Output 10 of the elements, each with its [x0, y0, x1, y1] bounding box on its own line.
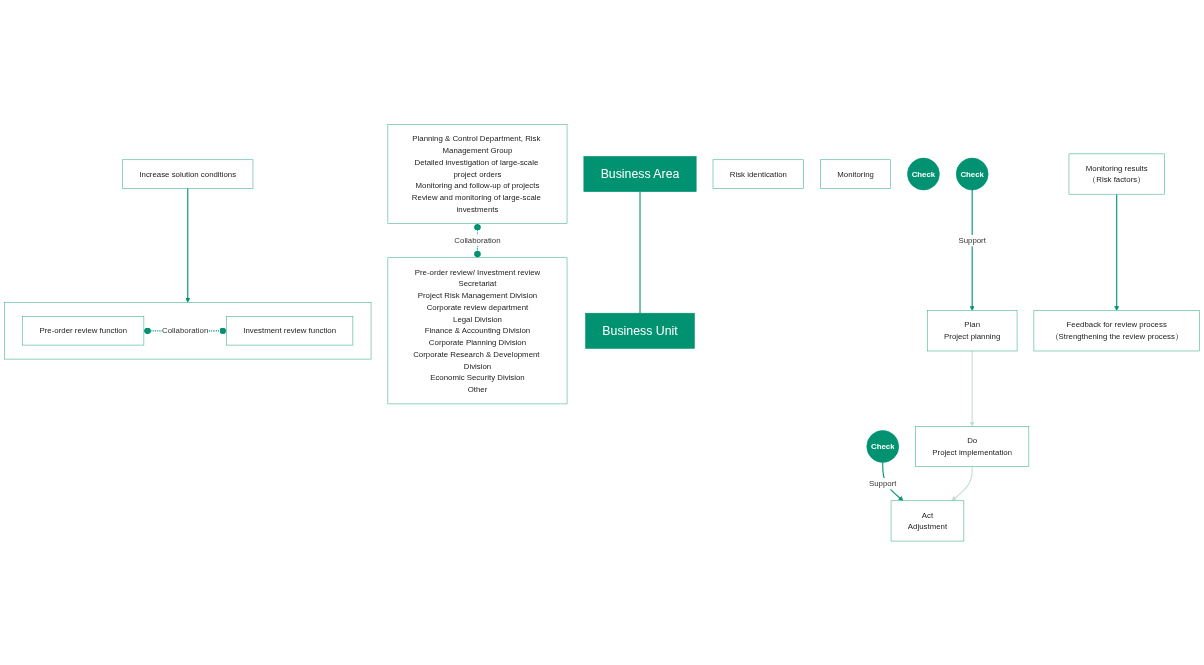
- cluster: [4, 302, 372, 360]
- arrow: [969, 189, 975, 311]
- node-box: Business Area: [583, 155, 697, 192]
- arrow: [951, 465, 973, 501]
- connector: [474, 222, 481, 259]
- node-box: Business Unit: [585, 312, 695, 349]
- connector: [639, 190, 641, 314]
- arrow: [969, 350, 975, 427]
- arrow: [1114, 193, 1120, 311]
- arrow: [185, 187, 191, 303]
